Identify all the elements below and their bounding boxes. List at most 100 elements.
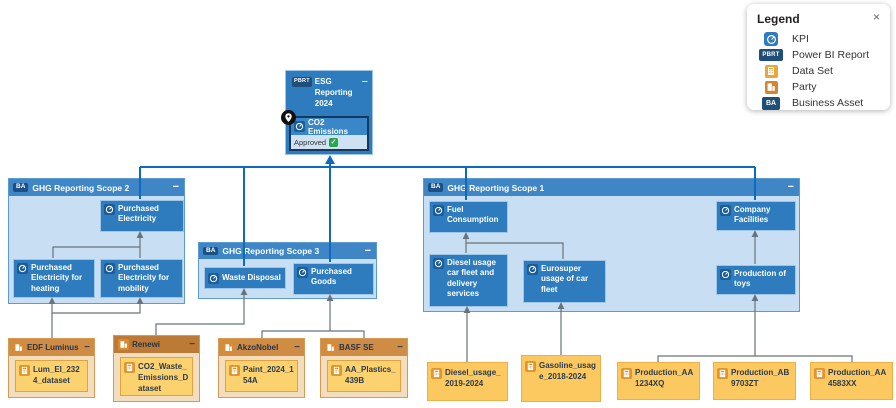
group-header-scope3[interactable]: BA GHG Reporting Scope 3 − — [199, 243, 376, 259]
kpi-node-diesel-usage[interactable]: Diesel usage car fleet and delivery serv… — [429, 254, 508, 307]
kpi-icon — [17, 263, 28, 274]
node-esg-reporting-2024[interactable]: PBRT ESG Reporting 2024 − CO2 Emissions … — [281, 70, 373, 155]
party-header[interactable]: AkzoNobel − — [219, 339, 304, 356]
dataset-icon — [431, 368, 442, 379]
group-title: GHG Reporting Scope 3 — [222, 246, 320, 256]
kpi-icon — [433, 258, 444, 269]
kpi-node-company-facilities[interactable]: Company Facilities — [716, 201, 796, 231]
legend-label: Power BI Report — [792, 49, 870, 61]
party-title: Renewi — [132, 340, 161, 349]
party-title: AkzoNobel — [237, 343, 279, 352]
party-header[interactable]: Renewi − — [114, 336, 199, 353]
kpi-node-purchased-electricity-mobility[interactable]: Purchased Electricity for mobility — [100, 259, 183, 298]
kpi-node-purchased-goods[interactable]: Purchased Goods — [293, 263, 374, 295]
party-group-renewi[interactable]: Renewi − CO2_Waste_Emissions_Dataset — [113, 335, 200, 402]
group-header-scope1[interactable]: BA GHG Reporting Scope 1 − — [424, 179, 799, 196]
close-icon[interactable]: × — [872, 10, 880, 24]
dataset-label: Production_AA1234XQ — [635, 368, 694, 389]
party-title: BASF SE — [339, 343, 374, 352]
dataset-label: AA_Plastics_439B — [345, 365, 396, 386]
legend-label: KPI — [792, 33, 809, 45]
kpi-node-co2-emissions-selected[interactable]: CO2 Emissions Approved ✓ — [281, 110, 369, 151]
kpi-label: Waste Disposal — [222, 273, 281, 283]
status-row: Approved ✓ — [291, 135, 367, 149]
party-icon — [223, 342, 234, 353]
kpi-node-waste-disposal[interactable]: Waste Disposal — [204, 267, 286, 289]
dataset-label: Gasoline_usage_2018-2024 — [539, 361, 596, 382]
dataset-node-production-ab9703zt[interactable]: Production_AB9703ZT — [713, 362, 796, 400]
dataset-icon — [717, 368, 728, 379]
esg-report-title: ESG Reporting 2024 — [314, 77, 353, 108]
legend-label: Data Set — [792, 65, 833, 77]
collapse-button[interactable]: − — [189, 339, 195, 350]
collapse-button[interactable]: − — [397, 342, 403, 353]
group-ghg-scope-1[interactable]: BA GHG Reporting Scope 1 − Fuel Consumpt… — [423, 178, 800, 312]
kpi-node-eurosuper-usage[interactable]: Eurosuper usage of car fleet — [523, 260, 606, 303]
dataset-icon — [525, 361, 536, 372]
legend-item-party: Party — [757, 79, 880, 95]
dataset-node-production-aa1234xq[interactable]: Production_AA1234XQ — [617, 362, 700, 400]
collapse-button[interactable]: − — [294, 342, 300, 353]
collapse-button[interactable]: − — [787, 181, 794, 193]
kpi-icon — [297, 267, 308, 278]
kpi-icon — [720, 205, 731, 216]
kpi-label: CO2 Emissions — [308, 117, 349, 136]
kpi-label: Purchased Electricity for mobility — [118, 263, 170, 293]
powerbi-report-badge: PBRT — [759, 49, 783, 61]
collapse-button[interactable]: − — [84, 342, 90, 353]
party-header[interactable]: BASF SE − — [321, 339, 407, 356]
approved-check-icon: ✓ — [329, 137, 339, 147]
dataset-icon — [229, 365, 240, 376]
dataset-label: Diesel_usage_2019-2024 — [445, 368, 501, 389]
group-header-scope2[interactable]: BA GHG Reporting Scope 2 − — [9, 179, 184, 196]
dataset-card-co2-waste-emissions[interactable]: CO2_Waste_Emissions_Dataset — [120, 357, 193, 396]
party-icon — [325, 342, 336, 353]
dataset-card-lum-el-2324[interactable]: Lum_El_2324_dataset — [15, 360, 88, 392]
kpi-icon — [208, 273, 219, 284]
dataset-icon — [19, 365, 30, 376]
collapse-button[interactable]: − — [172, 181, 179, 193]
powerbi-report-badge: PBRT — [292, 77, 312, 87]
legend-label: Party — [792, 81, 817, 93]
party-group-akzonobel[interactable]: AkzoNobel − Paint_2024_154A — [218, 338, 305, 398]
kpi-label: Purchased Goods — [311, 267, 352, 287]
party-header[interactable]: EDF Luminus − — [9, 339, 94, 356]
party-group-edf-luminus[interactable]: EDF Luminus − Lum_El_2324_dataset — [8, 338, 95, 398]
kpi-node-purchased-electricity-heating[interactable]: Purchased Electricity for heating — [13, 259, 95, 298]
kpi-node-fuel-consumption[interactable]: Fuel Consumption — [429, 201, 508, 233]
dataset-icon — [621, 368, 632, 379]
kpi-node-purchased-electricity[interactable]: Purchased Electricity — [100, 200, 184, 232]
legend-item-powerbi-report: PBRT Power BI Report — [757, 47, 880, 63]
dataset-node-diesel-usage[interactable]: Diesel_usage_2019-2024 — [427, 362, 508, 401]
party-icon — [764, 80, 778, 94]
dataset-icon — [814, 368, 825, 379]
dataset-card-aa-plastics[interactable]: AA_Plastics_439B — [327, 360, 401, 392]
kpi-label: Fuel Consumption — [447, 205, 499, 225]
group-ghg-scope-3[interactable]: BA GHG Reporting Scope 3 − Waste Disposa… — [198, 242, 377, 299]
kpi-icon — [433, 205, 444, 216]
legend-item-business-asset: BA Business Asset — [757, 95, 880, 111]
dataset-node-gasoline-usage[interactable]: Gasoline_usage_2018-2024 — [521, 355, 601, 402]
business-asset-badge: BA — [203, 246, 219, 256]
group-ghg-scope-2[interactable]: BA GHG Reporting Scope 2 − Purchased Ele… — [8, 178, 185, 304]
dataset-card-paint-2024[interactable]: Paint_2024_154A — [225, 360, 298, 392]
group-title: GHG Reporting Scope 1 — [447, 182, 545, 193]
dataset-node-production-aa4583xx[interactable]: Production_AA4583XX — [810, 362, 893, 400]
business-asset-badge: BA — [428, 183, 444, 192]
dataset-label: Lum_El_2324_dataset — [33, 365, 80, 386]
kpi-icon — [104, 263, 115, 274]
party-icon — [118, 339, 129, 350]
location-pin-icon — [281, 110, 296, 125]
kpi-node-production-of-toys[interactable]: Production of toys — [716, 265, 796, 295]
business-asset-badge: BA — [13, 183, 29, 192]
kpi-icon — [294, 121, 305, 132]
kpi-label: Purchased Electricity for heating — [31, 263, 83, 293]
kpi-icon — [764, 32, 778, 46]
collapse-button[interactable]: − — [361, 76, 368, 88]
collapse-button[interactable]: − — [364, 244, 371, 257]
party-group-basf-se[interactable]: BASF SE − AA_Plastics_439B — [320, 338, 408, 398]
party-title: EDF Luminus — [27, 343, 79, 352]
kpi-icon — [527, 264, 538, 275]
dataset-icon — [764, 64, 778, 78]
